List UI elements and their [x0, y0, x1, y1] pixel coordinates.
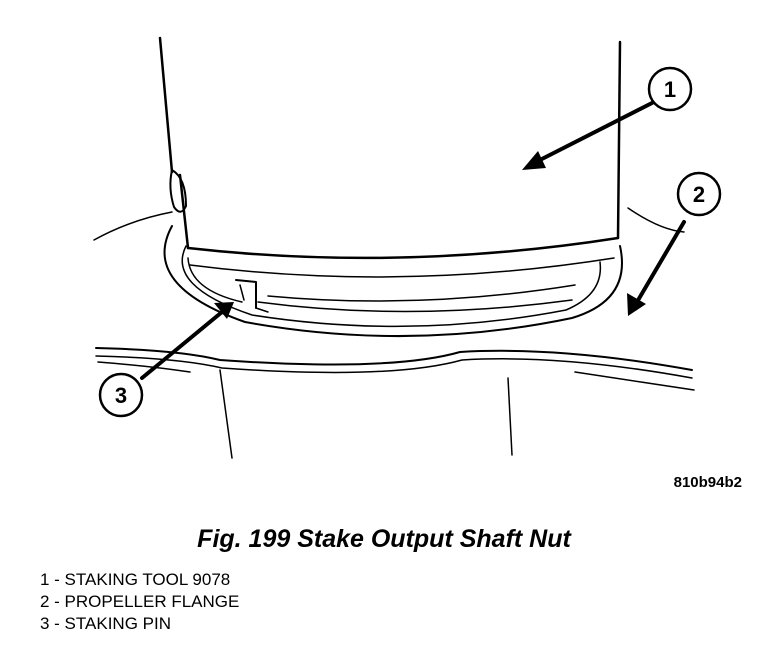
- legend-item: 1 - STAKING TOOL 9078: [40, 570, 231, 589]
- leader-line-1: [534, 101, 654, 164]
- technical-illustration: 1 2 3: [93, 36, 722, 459]
- callout-number-2: 2: [693, 182, 705, 207]
- propeller-flange-drawing: [95, 207, 695, 459]
- flange-ring-drawing: [163, 225, 623, 338]
- legend-list: 1 - STAKING TOOL 9078 2 - PROPELLER FLAN…: [40, 569, 239, 635]
- output-shaft-nut-drawing: [235, 279, 576, 313]
- staking-tool-drawing: [93, 36, 622, 278]
- legend-item: 3 - STAKING PIN: [40, 614, 171, 633]
- figure-caption: Fig. 199 Stake Output Shaft Nut: [197, 525, 571, 553]
- leader-line-2: [635, 220, 686, 304]
- leader-line-3: [140, 310, 224, 380]
- figure-id: 810b94b2: [673, 474, 742, 491]
- callout-2: 2: [676, 171, 722, 217]
- callout-number-3: 3: [115, 383, 127, 408]
- callout-3: 3: [98, 372, 144, 418]
- arrowhead-3: [214, 302, 234, 319]
- callout-number-1: 1: [664, 77, 676, 102]
- legend-item: 2 - PROPELLER FLANGE: [40, 592, 240, 611]
- arrowhead-2: [627, 293, 646, 316]
- callout-1: 1: [647, 66, 693, 112]
- arrowhead-1: [522, 151, 546, 170]
